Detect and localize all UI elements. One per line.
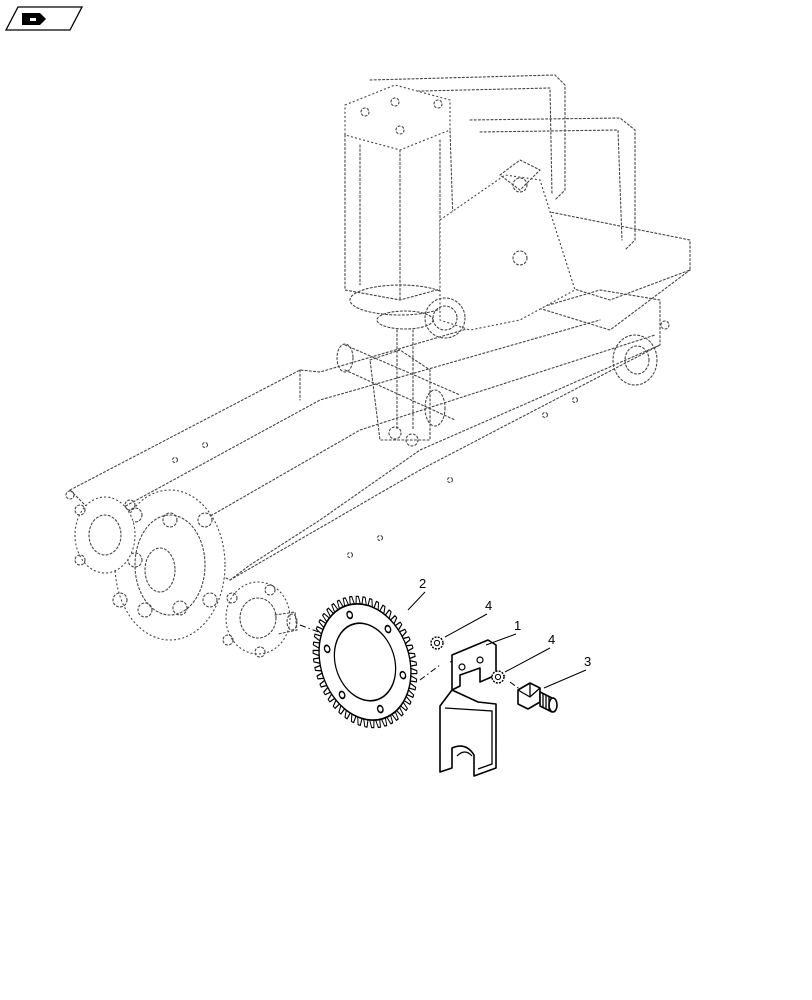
callout-label-bracket: 1 bbox=[514, 618, 521, 633]
callout-label-ring-gear: 2 bbox=[419, 576, 426, 591]
callout-4-left: 4 bbox=[444, 598, 492, 638]
arrow-book-icon bbox=[22, 13, 46, 25]
ghost-frame-assembly bbox=[65, 74, 691, 658]
lock-washer-right[interactable] bbox=[491, 670, 505, 684]
callout-2: 2 bbox=[407, 576, 426, 611]
callout-4-right: 4 bbox=[504, 632, 555, 673]
lock-washer-left[interactable] bbox=[430, 636, 444, 650]
callout-1: 1 bbox=[485, 618, 521, 646]
callout-label-lock-washer-right: 4 bbox=[548, 632, 555, 647]
callout-3: 3 bbox=[543, 654, 591, 689]
nav-badge[interactable] bbox=[4, 6, 84, 31]
sensor-bracket[interactable] bbox=[439, 639, 497, 777]
gear-teeth bbox=[312, 595, 418, 729]
callout-label-lock-washer-left: 4 bbox=[485, 598, 492, 613]
sensor-fitting[interactable] bbox=[517, 682, 558, 713]
callout-label-sensor-fitting: 3 bbox=[584, 654, 591, 669]
gear-tooth-ring bbox=[312, 595, 418, 729]
ring-gear[interactable] bbox=[297, 583, 434, 742]
